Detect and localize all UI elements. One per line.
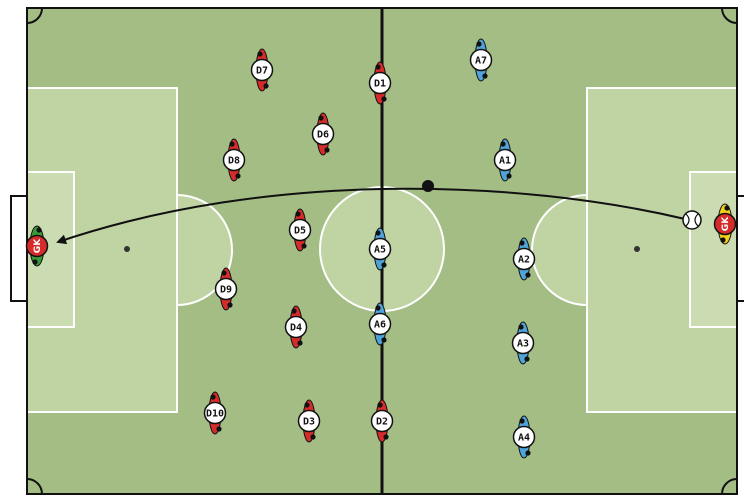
player-label: A2 [518, 255, 530, 266]
player-label: D7 [256, 66, 268, 77]
player-label: D5 [294, 226, 306, 237]
player-label: A4 [518, 433, 530, 444]
player-label: D9 [220, 285, 232, 296]
player-label: D6 [317, 130, 329, 141]
player-label: A1 [499, 156, 511, 167]
player-label: D1 [374, 79, 386, 90]
player-label: A7 [475, 56, 487, 67]
player-label: A6 [374, 320, 386, 331]
player-label: D2 [376, 417, 388, 428]
left-penalty-spot [124, 246, 130, 252]
goalkeeper-label: GK [33, 238, 43, 253]
player-label: D10 [206, 409, 224, 420]
player-label: A3 [517, 339, 529, 350]
player-label: A5 [374, 245, 386, 256]
right-goal [737, 196, 744, 301]
right-penalty-spot [634, 246, 640, 252]
right-goal-area [690, 172, 737, 327]
player-label: D3 [303, 417, 315, 428]
pass-apex-marker [422, 180, 434, 192]
goalkeeper-label: GK [721, 216, 731, 231]
ball [683, 211, 701, 229]
left-goal [11, 196, 27, 301]
player-label: D8 [228, 156, 240, 167]
player-label: D4 [290, 323, 302, 334]
